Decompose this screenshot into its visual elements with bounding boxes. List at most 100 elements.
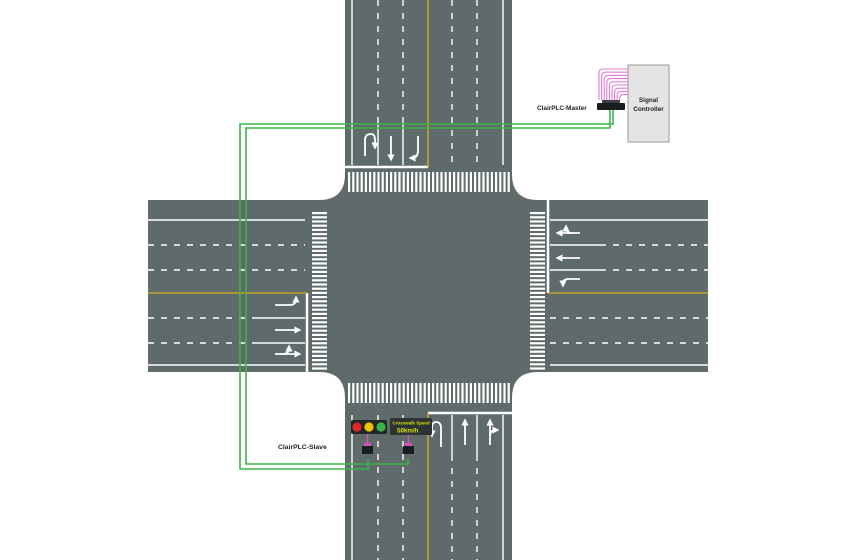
crosswalk-stripe <box>530 241 545 244</box>
crosswalk-stripe <box>530 275 545 278</box>
crosswalk-stripe <box>381 383 384 403</box>
crosswalk-stripe <box>530 312 545 315</box>
crosswalk-stripe <box>312 363 327 366</box>
crosswalk-stripe <box>499 172 502 192</box>
crosswalk-stripe <box>427 172 430 192</box>
crosswalk-stripe <box>427 383 430 403</box>
crosswalk-stripe <box>369 172 372 192</box>
crosswalk-stripe <box>312 228 327 231</box>
crosswalk-stripe <box>406 383 409 403</box>
crosswalk-stripe <box>312 245 327 248</box>
crosswalk-stripe <box>478 172 481 192</box>
crosswalk-stripe <box>530 300 545 303</box>
crosswalk-stripe <box>453 172 456 192</box>
crosswalk-stripe <box>530 249 545 252</box>
crosswalk-stripe <box>312 212 327 215</box>
crosswalk-stripe <box>411 383 414 403</box>
roads <box>148 0 708 560</box>
crosswalk-stripe <box>312 262 327 265</box>
crosswalk-stripe <box>495 172 498 192</box>
crosswalk-stripe <box>530 304 545 307</box>
ribbon-wire <box>598 68 628 100</box>
crosswalk-stripe <box>530 325 545 328</box>
crosswalk-stripe <box>312 342 327 345</box>
crosswalk-stripe <box>530 287 545 290</box>
crosswalk-stripe <box>530 270 545 273</box>
crosswalk-stripe <box>312 350 327 353</box>
crosswalk-stripe <box>478 383 481 403</box>
crosswalk-stripe <box>312 249 327 252</box>
crosswalk-stripe <box>461 172 464 192</box>
crosswalk-stripe <box>530 224 545 227</box>
crosswalk-stripe <box>440 383 443 403</box>
crosswalk-stripe <box>530 329 545 332</box>
crosswalk-stripe <box>440 172 443 192</box>
crosswalk-stripe <box>530 291 545 294</box>
crosswalk-stripe <box>530 220 545 223</box>
crosswalk-east <box>530 212 545 370</box>
crosswalk-stripe <box>352 383 355 403</box>
crosswalk-stripe <box>356 383 359 403</box>
slave-label: ClairPLC-Slave <box>278 444 327 451</box>
crosswalk-stripe <box>411 172 414 192</box>
crosswalk-stripe <box>312 354 327 357</box>
crosswalk-stripe <box>352 172 355 192</box>
red-light-icon <box>352 422 362 432</box>
crosswalk-stripe <box>312 308 327 311</box>
master-label: ClairPLC-Master <box>537 105 587 112</box>
crosswalk-stripe <box>394 383 397 403</box>
crosswalk-stripe <box>530 254 545 257</box>
crosswalk-stripe <box>457 383 460 403</box>
cable-inner <box>245 110 611 465</box>
speed-sign-value: 50km/h <box>397 428 419 435</box>
crosswalk-stripe <box>312 321 327 324</box>
left-turn-arrow-icon <box>275 295 300 306</box>
crosswalk-stripe <box>490 172 493 192</box>
crosswalk-stripe <box>530 228 545 231</box>
crosswalk-stripe <box>432 383 435 403</box>
crosswalk-stripe <box>530 321 545 324</box>
master-plc-device <box>597 103 625 110</box>
crosswalk-north <box>348 172 510 192</box>
crosswalk-stripe <box>423 383 426 403</box>
crosswalk-stripe <box>402 383 405 403</box>
controller-label-line1: Signal <box>639 97 658 104</box>
crosswalk-stripe <box>373 383 376 403</box>
crosswalk-stripe <box>503 172 506 192</box>
master-plc-connector <box>602 100 620 103</box>
crosswalk-stripe <box>423 172 426 192</box>
crosswalk-stripe <box>465 383 468 403</box>
crosswalk-stripe <box>469 172 472 192</box>
crosswalk-stripe <box>530 346 545 349</box>
yellow-light-icon <box>364 422 374 432</box>
speed-sign <box>390 418 432 435</box>
crosswalk-stripe <box>312 333 327 336</box>
ribbon-wire <box>608 81 628 100</box>
crosswalk-west <box>312 212 327 370</box>
crosswalk-stripe <box>312 241 327 244</box>
crosswalk-stripe <box>312 296 327 299</box>
lane-markings <box>148 0 708 560</box>
crosswalk-stripe <box>436 383 439 403</box>
crosswalk-stripe <box>390 172 393 192</box>
cable-outer <box>239 110 614 470</box>
signal-controller-box <box>627 64 670 143</box>
crosswalk-stripe <box>364 172 367 192</box>
signal-controller: Signal Controller ClairPLC-Master <box>537 64 670 143</box>
crosswalk-stripe <box>377 172 380 192</box>
crosswalk-stripe <box>490 383 493 403</box>
crosswalk-stripe <box>312 254 327 257</box>
crosswalk-stripe <box>312 317 327 320</box>
crosswalk-stripe <box>448 172 451 192</box>
crosswalk-stripe <box>312 279 327 282</box>
controller-label-line2: Controller <box>633 106 664 113</box>
crosswalk-stripe <box>312 287 327 290</box>
crosswalk-stripe <box>530 333 545 336</box>
crosswalk-stripe <box>312 266 327 269</box>
slave-plc-left-connector <box>364 443 371 446</box>
crosswalk-stripe <box>530 283 545 286</box>
u-turn-left-arrow-icon <box>428 421 442 447</box>
crosswalk-stripe <box>377 383 380 403</box>
ribbon-wire <box>606 78 628 100</box>
